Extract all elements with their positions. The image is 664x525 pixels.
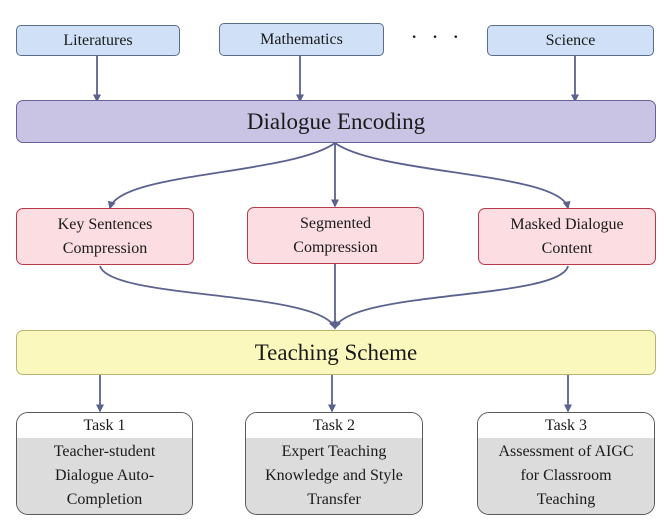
subject-science: Science xyxy=(487,25,654,56)
subject-literatures: Literatures xyxy=(16,25,180,56)
task-1-title: Task 1 xyxy=(17,413,192,439)
method-key-sentences-compression: Key Sentences Compression xyxy=(16,208,194,265)
arrow-encoding-to-masked xyxy=(334,142,571,210)
subject-label: Science xyxy=(545,31,596,49)
task-1-description: Teacher-student Dialogue Auto- Completio… xyxy=(17,438,192,514)
subjects-ellipsis: · · · xyxy=(410,24,464,49)
task-3-card: Task 3 Assessment of AIGC for Classroom … xyxy=(477,412,655,515)
task-2-description: Expert Teaching Knowledge and Style Tran… xyxy=(246,438,422,514)
task-3-description: Assessment of AIGC for Classroom Teachin… xyxy=(478,438,654,514)
task-2-title: Task 2 xyxy=(246,413,422,439)
task-2-card: Task 2 Expert Teaching Knowledge and Sty… xyxy=(245,412,423,515)
dialogue-encoding-label: Dialogue Encoding xyxy=(246,108,426,134)
arrow-masked-to-scheme xyxy=(333,265,569,330)
task-3-title: Task 3 xyxy=(478,413,654,439)
arrow-encoding-to-key-sentences xyxy=(107,142,336,210)
subject-label: Mathematics xyxy=(260,30,343,48)
task-1-card: Task 1 Teacher-student Dialogue Auto- Co… xyxy=(16,412,193,515)
method-segmented-compression: Segmented Compression xyxy=(247,207,424,264)
teaching-scheme-band: Teaching Scheme xyxy=(16,330,656,375)
dialogue-encoding-band: Dialogue Encoding xyxy=(16,100,656,143)
subject-mathematics: Mathematics xyxy=(219,23,384,56)
subject-label: Literatures xyxy=(63,31,133,49)
arrow-key-sentences-to-scheme xyxy=(99,265,337,330)
teaching-scheme-label: Teaching Scheme xyxy=(254,339,418,365)
method-masked-dialogue-content: Masked Dialogue Content xyxy=(478,208,656,265)
